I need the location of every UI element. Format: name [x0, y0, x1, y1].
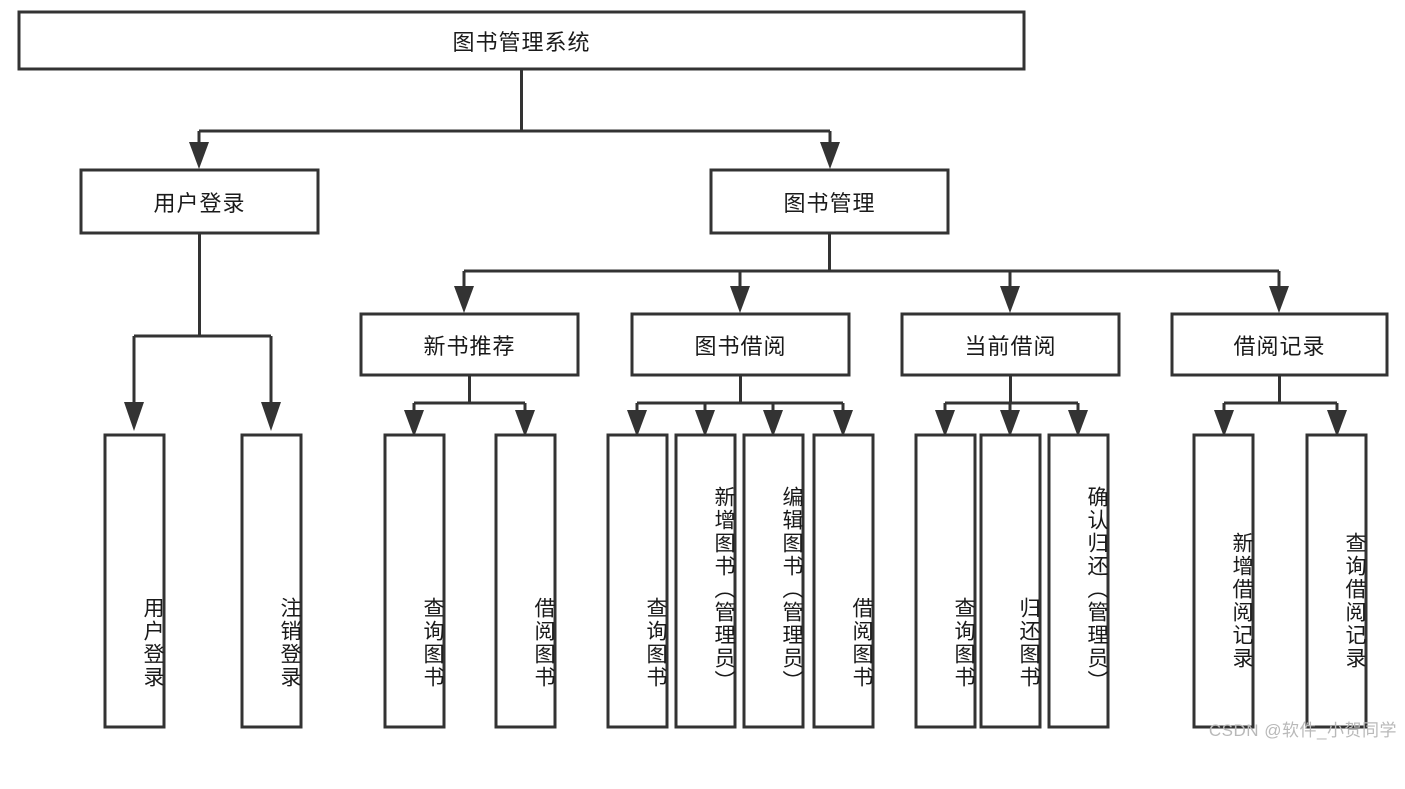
- node-book-borrow-box[interactable]: [630, 312, 851, 377]
- arrow-to-leaf-add-record: [1214, 410, 1234, 437]
- leaf-box-query-record[interactable]: [1305, 433, 1368, 729]
- arrow-to-leaf-edit-book: [763, 410, 783, 437]
- diagram-canvas: 图书管理系统 用户登录 图书管理 新书推荐 图书借阅 当前借阅 借阅记录 用户登…: [17, 10, 1397, 740]
- leaf-box-query-book-2[interactable]: [606, 433, 669, 729]
- leaf-box-borrow-book-2[interactable]: [812, 433, 875, 729]
- leaf-box-edit-book[interactable]: [742, 433, 805, 729]
- leaf-box-add-record[interactable]: [1192, 433, 1255, 729]
- leaf-box-confirm-return[interactable]: [1047, 433, 1110, 729]
- arrow-to-leaf-confirm-return: [1068, 410, 1088, 437]
- arrow-to-current-borrow: [1000, 286, 1020, 313]
- leaf-box-query-book-3[interactable]: [914, 433, 977, 729]
- arrow-to-new-book-recommend: [454, 286, 474, 313]
- arrow-to-leaf-query-book-2: [627, 410, 647, 437]
- csdn-watermark: CSDN @软件_小贺同学: [1208, 721, 1397, 740]
- leaf-box-borrow-book-1[interactable]: [494, 433, 557, 729]
- node-user-login-box[interactable]: [79, 168, 320, 235]
- node-new-book-recommend-box[interactable]: [359, 312, 580, 377]
- arrow-to-book-manage: [820, 142, 840, 169]
- leaf-box-return-book[interactable]: [979, 433, 1042, 729]
- arrow-to-borrow-record: [1269, 286, 1289, 313]
- arrow-to-book-borrow: [730, 286, 750, 313]
- arrow-to-leaf-borrow-book-1: [515, 410, 535, 437]
- arrow-to-leaf-borrow-book-2: [833, 410, 853, 437]
- leaf-box-logout-login[interactable]: [240, 433, 303, 729]
- node-root-box[interactable]: [17, 10, 1026, 71]
- arrow-to-leaf-return-book: [1000, 410, 1020, 437]
- arrow-to-leaf-query-record: [1327, 410, 1347, 437]
- node-book-manage-box[interactable]: [709, 168, 950, 235]
- arrow-to-leaf-query-book-1: [404, 410, 424, 437]
- node-borrow-record-box[interactable]: [1170, 312, 1389, 377]
- arrow-to-leaf-user-login: [124, 402, 144, 431]
- arrow-to-leaf-add-book: [695, 410, 715, 437]
- leaf-box-add-book[interactable]: [674, 433, 737, 729]
- tree-diagram-svg: [17, 10, 1389, 729]
- arrow-to-leaf-query-book-3: [935, 410, 955, 437]
- arrow-to-user-login: [189, 142, 209, 169]
- arrow-to-leaf-logout-login: [261, 402, 281, 431]
- node-current-borrow-box[interactable]: [900, 312, 1121, 377]
- leaf-box-user-login[interactable]: [103, 433, 166, 729]
- leaf-box-query-book-1[interactable]: [383, 433, 446, 729]
